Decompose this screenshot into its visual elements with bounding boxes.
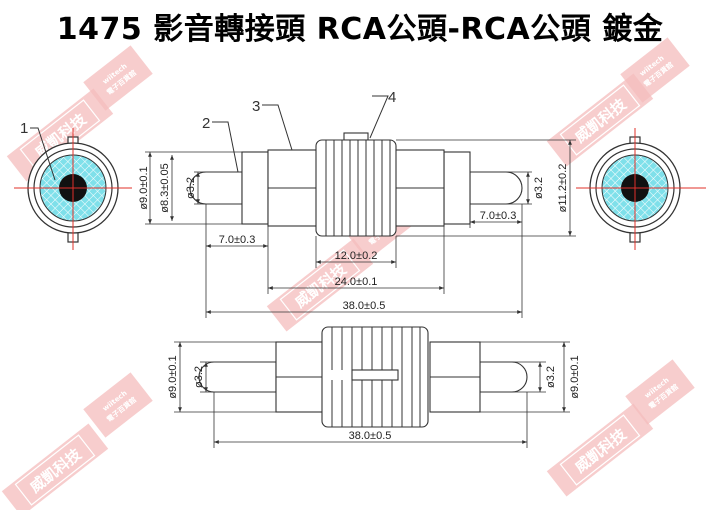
- callout-labels: 1 2 3 4: [20, 89, 396, 137]
- watermark-stamp: wiitech 電子百貨館: [83, 372, 153, 438]
- bottom-dimension-lines: [174, 341, 570, 448]
- callout-1: 1: [20, 120, 28, 137]
- dim-left-pin-dia: ø3.2: [185, 177, 197, 199]
- watermark-stamp: 威凱科技: [1, 423, 109, 510]
- right-end-view: [576, 128, 706, 250]
- bottom-sleeve-ribs: [331, 327, 421, 427]
- dim-right-pin-length: 7.0±0.3: [480, 210, 517, 222]
- watermark-stamp: 威凱科技: [546, 403, 654, 497]
- dim-left-mid-dia: ø8.3±0.05: [159, 163, 171, 212]
- callout-leaders: [30, 95, 389, 181]
- sleeve-ribs: [325, 140, 391, 236]
- dim-sleeve-length: 12.0±0.2: [335, 250, 378, 262]
- callout-2: 2: [202, 115, 210, 132]
- dim-bottom-left-pin: ø3.2: [193, 366, 205, 388]
- callout-3: 3: [252, 98, 260, 115]
- dim-right-outer-dia: ø11.2±0.2: [557, 164, 569, 213]
- dim-bottom-right-dia: ø9.0±0.1: [569, 355, 581, 398]
- callout-4: 4: [388, 89, 396, 106]
- dim-bottom-total-length: 38.0±0.5: [349, 430, 392, 442]
- page-title: 1475 影音轉接頭 RCA公頭-RCA公頭 鍍金: [56, 12, 664, 47]
- bottom-dimension-texts: ø9.0±0.1 ø3.2 ø3.2 ø9.0±0.1 38.0±0.5: [167, 355, 581, 442]
- watermark-stamp: wiitech 電子百貨館: [625, 359, 695, 425]
- dim-bottom-right-pin: ø3.2: [545, 366, 557, 388]
- top-dimension-texts: ø9.0±0.1 ø8.3±0.05 ø3.2 ø3.2 ø11.2±0.2 7…: [138, 163, 569, 312]
- dim-body-length: 24.0±0.1: [335, 276, 378, 288]
- dim-right-pin-dia: ø3.2: [533, 177, 545, 199]
- dim-bottom-left-dia: ø9.0±0.1: [167, 355, 179, 398]
- top-dimension-lines: [145, 139, 576, 318]
- top-side-view: [189, 132, 523, 237]
- dim-left-outer-dia: ø9.0±0.1: [138, 166, 150, 209]
- dim-total-length: 38.0±0.5: [343, 300, 386, 312]
- dim-left-pin-length: 7.0±0.3: [219, 234, 256, 246]
